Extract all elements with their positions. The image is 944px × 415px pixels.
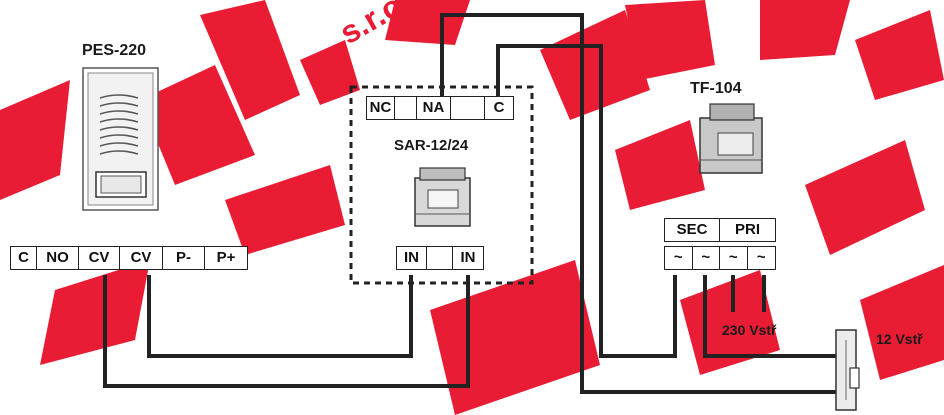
mains-voltage-label: 230 Vstř <box>722 322 777 338</box>
tf-header-pri: PRI <box>734 221 760 238</box>
wire-sec-lock <box>703 275 850 358</box>
sar-terminal-blank <box>395 97 417 119</box>
tf-header-strip: SEC PRI <box>664 218 776 242</box>
lock-voltage-label: 12 Vstř <box>876 331 923 347</box>
pes-terminal: P+ <box>216 249 236 266</box>
tf-terminal: ~ <box>720 247 748 269</box>
sar-terminal-in: IN <box>460 249 476 266</box>
wire-na-lock <box>440 13 850 394</box>
wire-cv-in-right <box>103 275 470 388</box>
sar-top-terminal-strip: NC NA C <box>366 96 514 120</box>
tf-terminal-strip: ~ ~ ~ ~ <box>664 246 776 270</box>
pes-terminal: P- <box>163 247 205 269</box>
tf-title: TF-104 <box>690 80 742 97</box>
door-lock-drawing <box>835 329 860 411</box>
pes-terminal: NO <box>37 247 79 269</box>
tf-header-sec: SEC <box>665 219 720 241</box>
sar-terminal-in: IN <box>397 247 427 269</box>
tf-terminal: ~ <box>756 249 766 266</box>
pes-panel-drawing <box>82 67 159 211</box>
wire-c-sec <box>496 44 677 358</box>
pes-terminal: C <box>11 247 37 269</box>
pes-title: PES-220 <box>82 42 147 59</box>
wires <box>103 13 850 394</box>
sar-terminal-c: C <box>493 99 505 116</box>
tf-terminal: ~ <box>693 247 720 269</box>
sar-terminal-blank <box>427 247 453 269</box>
tf-transformer-drawing <box>699 103 763 174</box>
pes-terminal: CV <box>120 247 163 269</box>
sar-title: SAR-12/24 <box>394 137 469 154</box>
pes-terminal: CV <box>79 247 120 269</box>
pes-terminal-strip: C NO CV CV P- P+ <box>10 246 248 270</box>
wire-cv-in-left <box>147 275 413 358</box>
sar-terminal-blank <box>451 97 485 119</box>
sar-relay-drawing <box>414 167 471 227</box>
sar-terminal-nc: NC <box>367 97 395 119</box>
tf-terminal: ~ <box>665 247 693 269</box>
sar-terminal-na: NA <box>417 97 451 119</box>
sar-bottom-terminal-strip: IN IN <box>396 246 484 270</box>
